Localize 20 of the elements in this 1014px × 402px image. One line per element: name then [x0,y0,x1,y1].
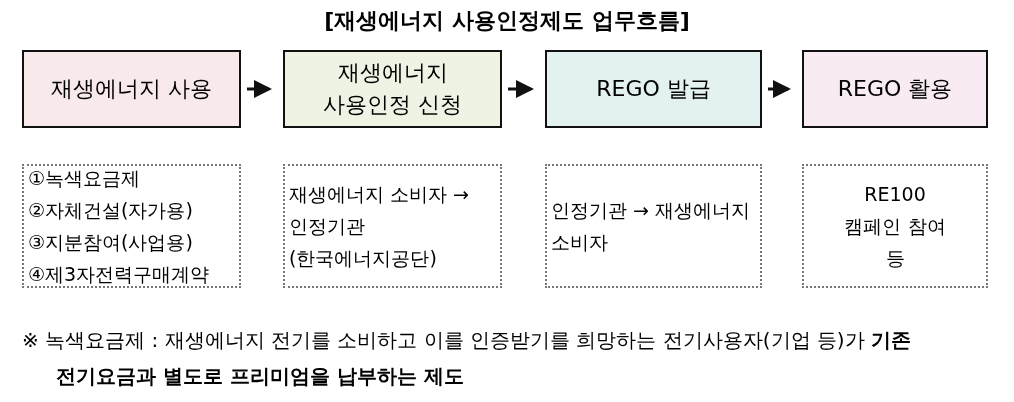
description-box [802,164,988,288]
footnote: ※ 녹색요금제 : 재생에너지 전기를 소비하고 이를 인증받기를 희망하는 전기사용자(기업 등)가 기존 전기요금과 별도로 프리미엄을 납부하는 제도 [22,327,913,390]
arrow [508,80,534,98]
description-box [283,164,502,288]
description-box [22,164,241,288]
arrow [247,80,272,98]
description-text: ②자체건설(자가용) [28,198,194,223]
process-box: 재생에너지 사용 [22,50,241,128]
description-text: RE100 캠페인 참여 등 [844,182,946,271]
description-text: ③지분참여(사업용) [28,230,194,255]
description-text: 재생에너지 소비자 → 인정기관 (한국에너지공단) [289,182,470,271]
description-text: ①녹색요금제 [28,166,142,191]
description-text: 인정기관 → 재생에너지 소비자 [551,198,751,255]
process-box: REGO 활용 [802,50,988,128]
process-box: 재생에너지 사용인정 신청 [283,50,502,128]
process-box: REGO 발급 [545,50,762,128]
title: [재생에너지 사용인정제도 업무흐름] [323,7,691,35]
arrow [768,80,791,98]
description-text: ④제3자전력구매계약 [28,262,211,287]
description-box [545,164,762,288]
